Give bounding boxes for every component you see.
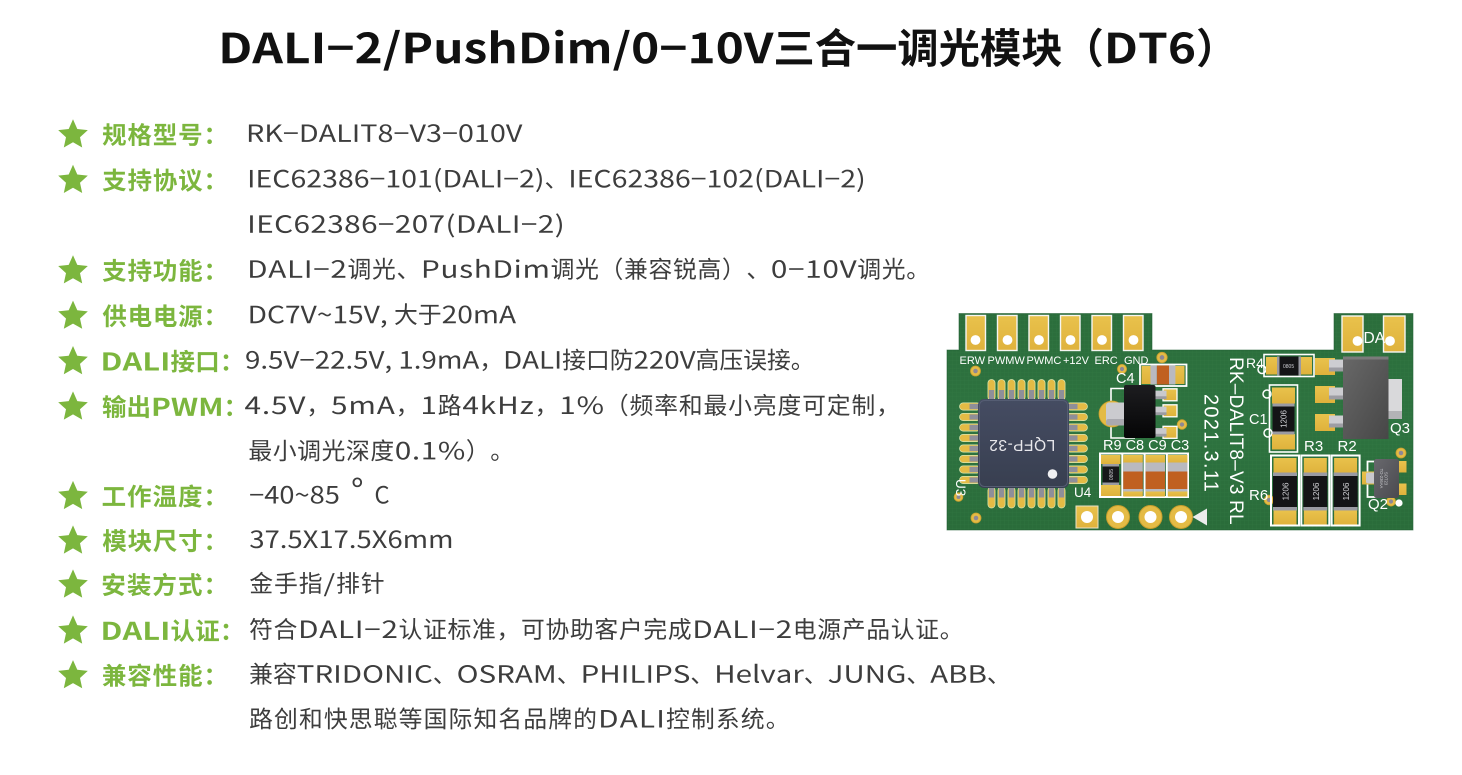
svg-text:PWMC: PWMC [1027, 355, 1062, 367]
svg-text:Q2: Q2 [1368, 496, 1388, 513]
svg-text:DA: DA [1364, 330, 1386, 347]
svg-text:U4: U4 [1074, 485, 1092, 500]
svg-text:R6: R6 [1249, 487, 1268, 504]
svg-text:Q3: Q3 [1390, 420, 1410, 437]
svg-text:1206: 1206 [1280, 410, 1289, 428]
svg-text:SOT23: SOT23 [1384, 472, 1389, 486]
svg-text:ERC: ERC [1095, 355, 1118, 367]
svg-text:RK–DALIT8–V3 RL: RK–DALIT8–V3 RL [1225, 357, 1246, 525]
svg-text:R9 C8 C9 C3: R9 C8 C9 C3 [1103, 438, 1189, 454]
svg-text:PWMW: PWMW [988, 355, 1026, 367]
svg-text:TO-236AA: TO-236AA [1379, 469, 1384, 489]
svg-text:LQFP-32: LQFP-32 [989, 436, 1055, 453]
svg-text:1206: 1206 [1312, 482, 1321, 500]
svg-text:U3: U3 [953, 479, 968, 496]
svg-text:1206: 1206 [1342, 482, 1351, 500]
svg-text:R3: R3 [1304, 438, 1323, 455]
svg-text:R2: R2 [1338, 438, 1357, 455]
svg-text:C4: C4 [1116, 371, 1135, 387]
svg-text:1206: 1206 [1282, 482, 1291, 500]
svg-text:ERW: ERW [960, 355, 986, 367]
svg-text:C1: C1 [1249, 412, 1268, 428]
svg-text:+12V: +12V [1063, 355, 1090, 367]
svg-text:0805: 0805 [1283, 364, 1294, 370]
svg-text:0805: 0805 [1109, 469, 1115, 480]
svg-text:2021.3.11: 2021.3.11 [1200, 394, 1222, 493]
svg-text:R4: R4 [1246, 355, 1264, 371]
